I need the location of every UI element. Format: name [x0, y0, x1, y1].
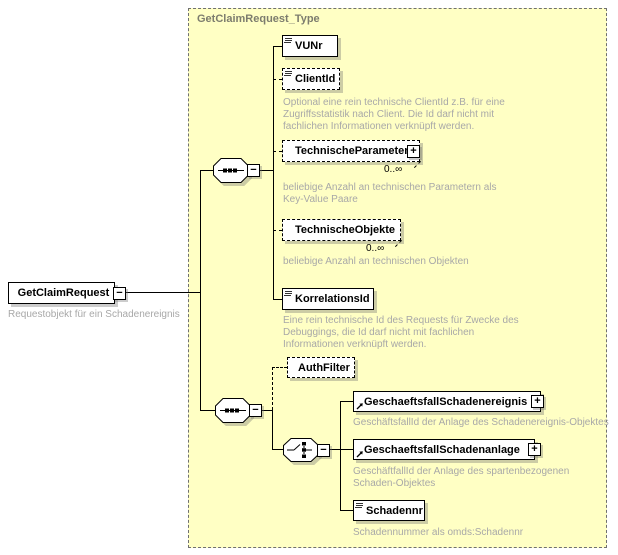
connector — [340, 401, 341, 510]
element-content-icon — [285, 38, 292, 39]
connector — [126, 292, 200, 293]
element-annotation: beliebige Anzahl an technischen Objekten — [283, 256, 469, 267]
connector — [272, 367, 273, 410]
element-vunr[interactable]: VUNr — [282, 35, 338, 57]
element-content-icon — [285, 291, 292, 292]
element-annotation: beliebige Anzahl an technischen Paramete… — [283, 182, 497, 205]
collapse-button[interactable]: − — [247, 164, 260, 177]
element-geschaeftsfallschadenanlage[interactable]: GeschaeftsfallSchadenanlage — [353, 439, 535, 460]
connector — [273, 151, 282, 152]
element-annotation: GeschäftfallId der Anlage des spartenbez… — [353, 466, 570, 489]
element-label: GetClaimRequest — [17, 287, 110, 299]
collapse-button[interactable]: − — [317, 444, 330, 457]
expand-button[interactable]: + — [407, 145, 420, 158]
connector — [340, 449, 353, 450]
element-content-icon — [356, 503, 363, 504]
element-annotation: Eine rein technische Id des Requests für… — [283, 315, 519, 350]
element-label: GeschaeftsfallSchadenereignis — [364, 395, 528, 408]
element-label: VUNr — [295, 40, 323, 52]
collapse-button[interactable]: − — [249, 404, 262, 417]
connector — [200, 170, 201, 410]
connector — [272, 367, 287, 368]
connector — [273, 46, 274, 299]
element-technischeparameter[interactable]: TechnischeParameter — [282, 140, 422, 169]
element-annotation: GeschäftsfallId der Anlage des Schadener… — [353, 417, 609, 428]
reference-arrow-icon — [356, 403, 363, 410]
cardinality-label: 0..∞ — [366, 243, 385, 254]
connector — [200, 170, 213, 171]
connector — [273, 79, 282, 80]
cardinality-label: 0..∞ — [384, 164, 403, 175]
choice-icon[interactable] — [283, 438, 319, 467]
sequence-icon[interactable] — [215, 398, 251, 428]
sequence-icon[interactable] — [213, 158, 249, 188]
element-technischeobjekte[interactable]: TechnischeObjekte — [282, 219, 403, 248]
connector — [340, 401, 353, 402]
connector — [329, 449, 340, 450]
element-authfilter[interactable]: AuthFilter — [287, 357, 355, 378]
expand-button[interactable]: + — [531, 395, 544, 408]
element-getclaimrequest[interactable]: GetClaimRequest — [8, 282, 115, 304]
element-geschaeftsfallschadenereignis[interactable]: GeschaeftsfallSchadenereignis — [353, 391, 541, 412]
element-content-icon — [285, 71, 292, 72]
collapse-button[interactable]: − — [113, 287, 126, 300]
element-clientid[interactable]: ClientId — [282, 68, 340, 90]
connector — [260, 170, 273, 171]
element-label: ClientId — [295, 73, 336, 85]
connector — [272, 410, 273, 449]
expand-button[interactable]: + — [528, 443, 541, 456]
element-label: AuthFilter — [298, 361, 350, 374]
element-annotation: Schadennummer als omds:Schadennr — [353, 527, 524, 538]
element-label: KorrelationsId — [295, 293, 370, 305]
connector — [272, 449, 283, 450]
element-label: Schadennr — [366, 504, 423, 517]
element-korrelationsid[interactable]: KorrelationsId — [282, 288, 374, 310]
element-label: GeschaeftsfallSchadenanlage — [364, 443, 520, 456]
element-label: TechnischeObjekte — [295, 224, 396, 236]
complex-type-title: GetClaimRequest_Type — [197, 13, 320, 25]
connector — [273, 46, 282, 47]
element-annotation: Requestobjekt für ein Schadenereignis — [8, 309, 180, 320]
connector — [340, 510, 353, 511]
connector — [200, 410, 215, 411]
connector — [273, 299, 282, 300]
element-annotation: Optional eine rein technische ClientId z… — [283, 97, 505, 132]
element-label: TechnischeParameter — [295, 145, 409, 157]
connector — [273, 230, 282, 231]
reference-arrow-icon — [356, 451, 363, 458]
element-schadennr[interactable]: Schadennr — [353, 500, 425, 521]
connector — [262, 410, 272, 411]
